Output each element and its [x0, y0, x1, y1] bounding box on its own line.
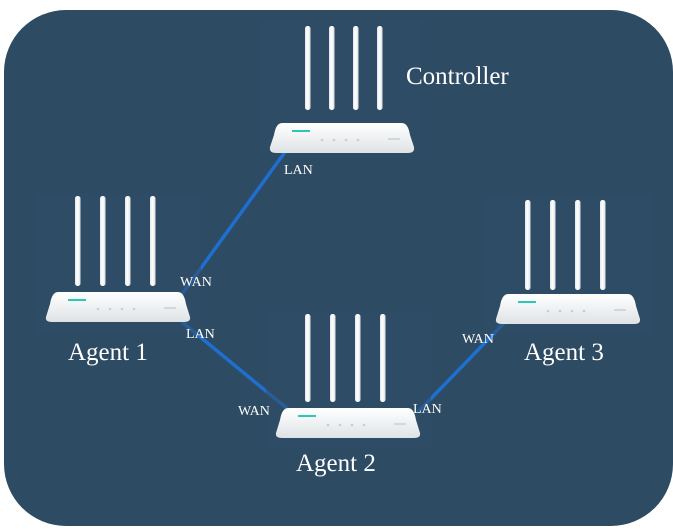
router-agent2: [266, 312, 431, 448]
label-controller: Controller: [406, 63, 509, 90]
status-light: [320, 138, 324, 142]
router-controller: [262, 21, 422, 153]
port-label-agent3-wan: WAN: [462, 332, 494, 347]
antenna-icon: [305, 314, 386, 402]
led-strip: [68, 299, 86, 301]
router-agent1: [36, 194, 201, 334]
led-strip: [292, 130, 310, 132]
link-agent2-agent3: [416, 320, 507, 414]
label-agent2: Agent 2: [296, 450, 376, 477]
led-strip: [298, 415, 316, 417]
antenna-icon: [305, 26, 383, 110]
port-label-controller-lan: LAN: [284, 163, 313, 178]
led-strip: [518, 301, 536, 303]
label-agent3: Agent 3: [524, 339, 604, 366]
antenna-icon: [525, 200, 606, 290]
port-label-agent1-lan: LAN: [186, 327, 215, 342]
router-agent3: [486, 194, 651, 334]
antenna-icon: [75, 196, 156, 286]
label-agent1: Agent 1: [68, 339, 148, 366]
port-label-agent1-wan: WAN: [180, 275, 212, 290]
port-label-agent2-lan: LAN: [413, 402, 442, 417]
port-label-agent2-wan: WAN: [238, 404, 270, 419]
